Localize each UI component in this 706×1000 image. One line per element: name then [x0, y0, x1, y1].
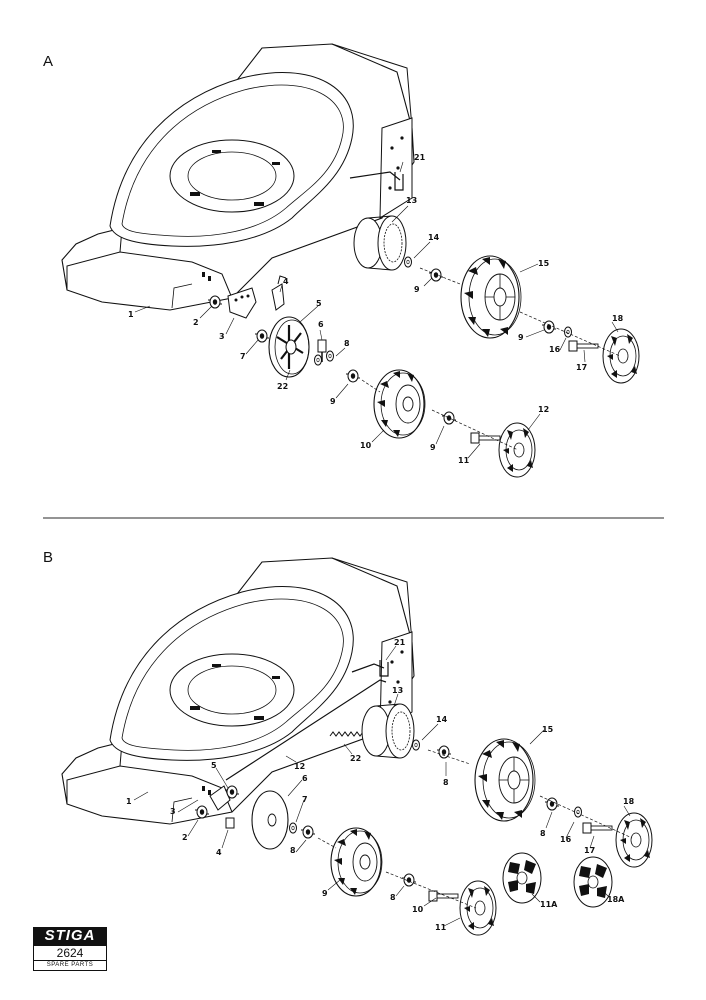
section-b-letter: B — [43, 549, 53, 566]
part-number: 1 — [128, 310, 134, 319]
part-number: 6 — [318, 320, 324, 329]
part-number: 18 — [623, 797, 635, 806]
part-number: 22 — [350, 754, 361, 763]
part-number: 9 — [322, 889, 328, 898]
part-number: 17 — [576, 363, 587, 372]
part-number: 2 — [182, 833, 188, 842]
part-number: 18A — [607, 895, 625, 904]
section-a-part-numbers: 21 13 14 15 9 9 16 17 18 4 1 2 3 5 6 8 7… — [128, 153, 624, 465]
part-number: 7 — [302, 795, 308, 804]
part-number: 4 — [216, 848, 222, 857]
part-number: 12 — [294, 762, 305, 771]
part-number: 21 — [414, 153, 426, 162]
part-number: 16 — [549, 345, 561, 354]
part-number: 5 — [316, 299, 322, 308]
part-number: 13 — [406, 196, 417, 205]
part-number: 4 — [283, 277, 289, 286]
part-number: 17 — [584, 846, 595, 855]
part-number: 8 — [540, 829, 546, 838]
part-number: 3 — [219, 332, 225, 341]
part-number: 9 — [414, 285, 420, 294]
part-number: 11 — [458, 456, 470, 465]
part-number: 22 — [277, 382, 288, 391]
part-number: 7 — [240, 352, 246, 361]
part-number: 15 — [538, 259, 550, 268]
part-number: 8 — [390, 893, 396, 902]
brand-logo: STIGA 2624 SPARE PARTS — [33, 927, 107, 971]
part-number: 8 — [290, 846, 296, 855]
part-number: 11A — [540, 900, 558, 909]
part-number: 10 — [412, 905, 424, 914]
part-number: 9 — [518, 333, 524, 342]
part-number: 9 — [330, 397, 336, 406]
part-number: 21 — [394, 638, 406, 647]
part-number: 13 — [392, 686, 403, 695]
model-number: 2624 — [33, 945, 107, 961]
part-number: 11 — [435, 923, 447, 932]
spare-parts-caption: SPARE PARTS — [33, 960, 107, 971]
section-a-diagram — [61, 43, 640, 478]
section-b-diagram — [61, 557, 653, 936]
part-number: 5 — [211, 761, 217, 770]
part-number: 3 — [170, 807, 176, 816]
part-number: 1 — [126, 797, 132, 806]
part-number: 9 — [430, 443, 436, 452]
part-number: 18 — [612, 314, 624, 323]
section-a-letter: A — [43, 53, 53, 70]
part-number: 6 — [302, 774, 308, 783]
part-number: 16 — [560, 835, 572, 844]
brand-name: STIGA — [33, 927, 107, 945]
part-number: 14 — [436, 715, 448, 724]
section-b-part-numbers: 21 13 14 15 12 22 1 3 5 6 2 4 7 8 8 8 16… — [126, 638, 635, 932]
part-number: 14 — [428, 233, 440, 242]
part-number: 10 — [360, 441, 372, 450]
part-number: 15 — [542, 725, 554, 734]
part-number: 8 — [344, 339, 350, 348]
part-number: 12 — [538, 405, 549, 414]
part-number: 2 — [193, 318, 199, 327]
part-number: 8 — [443, 778, 449, 787]
